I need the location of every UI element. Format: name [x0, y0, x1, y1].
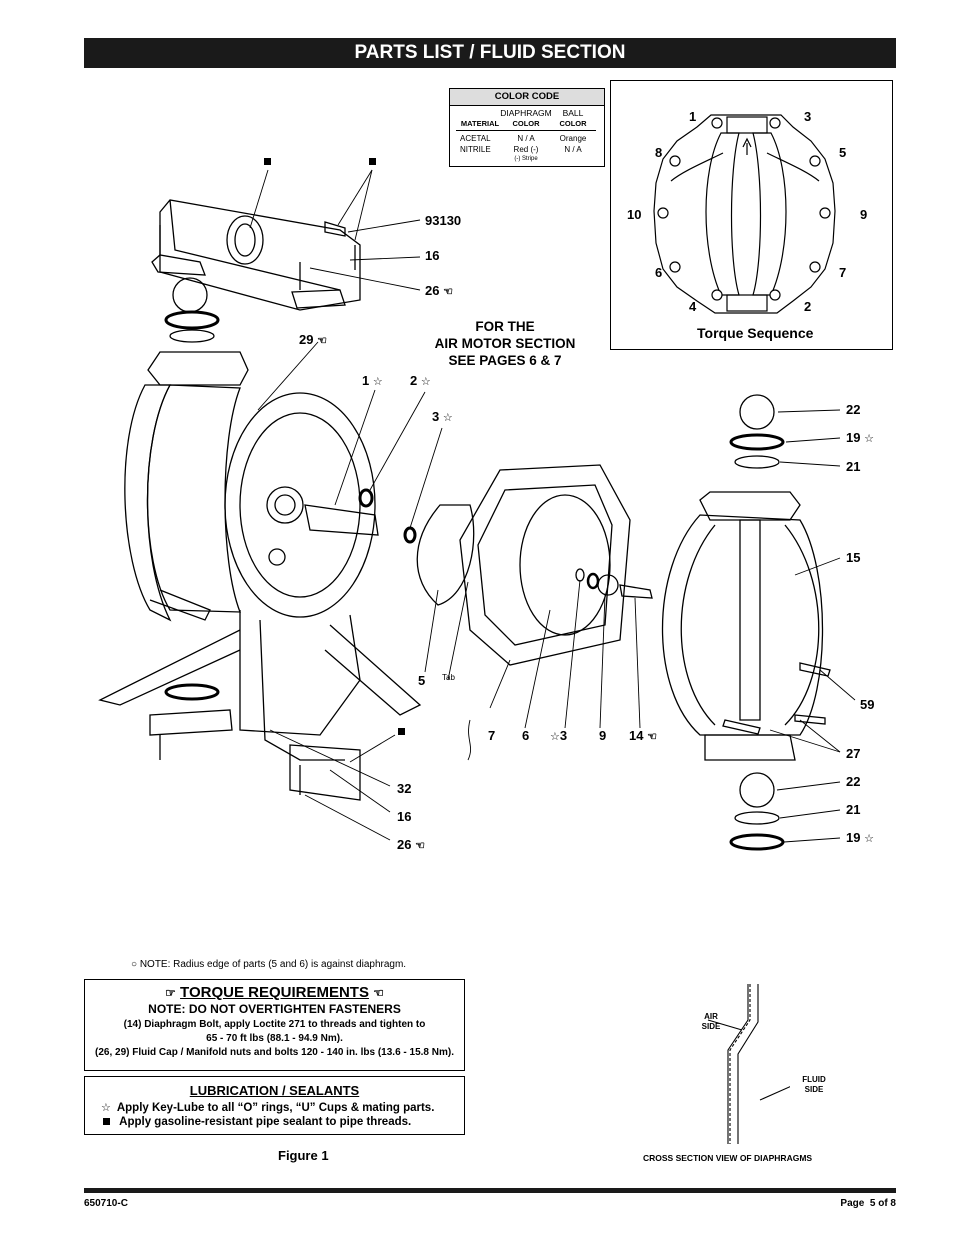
torque-number: 9	[860, 207, 868, 222]
cross-section-caption: CROSS SECTION VIEW OF DIAPHRAGMS	[643, 1153, 813, 1163]
pointing-hand-icon: ☜	[317, 335, 327, 347]
torque-number: 6	[655, 265, 663, 280]
torque-line: (26, 29) Fluid Cap / Manifold nuts and b…	[95, 1047, 454, 1058]
color-code-table: COLOR CODE DIAPHRAGM BALL MATERIAL COLOR…	[449, 88, 605, 167]
lubrication-item: Apply gasoline-resistant pipe sealant to…	[103, 1116, 464, 1128]
callout-16: 16	[397, 809, 412, 824]
row-diaphragm: Red (-)	[513, 145, 539, 154]
page-number: Page 5 of 8	[840, 1198, 896, 1209]
callout-32: 32	[397, 781, 412, 796]
callout-14: 14 ☜	[629, 728, 657, 743]
exploded-parts-drawing	[98, 158, 856, 851]
star-icon: ☆	[550, 731, 560, 743]
callout-22: 22	[846, 774, 861, 789]
torque-sequence-box: 1 3 8 5 10 9 6 7 4 2 Torque Sequence	[610, 80, 893, 350]
star-icon: ☆	[420, 376, 431, 388]
star-icon: ☆	[372, 376, 383, 388]
callout-16: 16	[425, 248, 440, 263]
tab-label: Tab	[442, 673, 455, 682]
lubrication-item: ☆ Apply Key-Lube to all “O” rings, “U” C…	[101, 1102, 435, 1114]
callout-3: ☆3	[550, 728, 568, 743]
page-title: PARTS LIST / FLUID SECTION	[84, 38, 896, 68]
pointing-hand-icon: ☜	[373, 986, 384, 1000]
figure-caption: Figure 1	[278, 1148, 329, 1163]
torque-number: 5	[839, 145, 847, 160]
callout-27: 27	[846, 746, 861, 761]
callout-19: 19 ☆	[846, 830, 874, 845]
row-ball: N / A	[564, 145, 582, 154]
callout-29: 29 ☜	[299, 332, 327, 347]
col-ball-2: COLOR	[559, 119, 587, 128]
callout-7: 7	[488, 728, 496, 743]
footer-rule	[84, 1188, 896, 1193]
star-icon: ☆	[864, 833, 874, 845]
star-icon: ☆	[442, 412, 453, 424]
callout-21: 21	[846, 802, 861, 817]
stripe-note: (-) Stripe	[514, 156, 538, 162]
star-icon: ☆	[101, 1102, 111, 1114]
pointing-hand-icon: ☜	[647, 731, 657, 743]
torque-number: 10	[627, 207, 642, 222]
torque-sequence-caption: Torque Sequence	[697, 325, 814, 341]
col-diaphragm-1: DIAPHRAGM	[500, 108, 552, 118]
col-ball-1: BALL	[562, 108, 584, 118]
callout-2: 2 ☆	[410, 373, 431, 388]
cross-section-diagram	[707, 984, 790, 1144]
col-material: MATERIAL	[460, 119, 500, 128]
callout-22: 22	[846, 402, 861, 417]
torque-number: 4	[689, 299, 697, 314]
square-bullet-icon	[103, 1118, 110, 1125]
torque-number: 3	[804, 109, 812, 124]
row-material: ACETAL	[460, 134, 491, 143]
callout-26: 26 ☜	[425, 283, 453, 298]
torque-sequence-diagram	[653, 114, 836, 314]
callout-1: 1 ☆	[362, 373, 383, 388]
pointing-hand-right-icon: ☞	[165, 986, 176, 1000]
row-material: NITRILE	[460, 145, 491, 154]
torque-number: 8	[655, 145, 663, 160]
callout-21: 21	[846, 459, 861, 474]
pointing-hand-icon: ☜	[443, 286, 453, 298]
row-ball: Orange	[559, 134, 587, 143]
callout-5: 5	[418, 673, 426, 688]
torque-requirements-heading: ☞ TORQUE REQUIREMENTS ☜	[165, 984, 384, 1001]
callout-9: 9	[599, 728, 607, 743]
callout-6: 6	[522, 728, 530, 743]
radius-note: ○ NOTE: Radius edge of parts (5 and 6) i…	[131, 959, 407, 970]
torque-line: 65 - 70 ft lbs (88.1 - 94.9 Nm).	[206, 1033, 343, 1044]
pointing-hand-icon: ☜	[415, 840, 425, 852]
air-motor-note: FOR THE AIR MOTOR SECTION SEE PAGES 6 & …	[434, 319, 576, 368]
callout-26: 26 ☜	[397, 837, 425, 852]
color-code-title: COLOR CODE	[450, 89, 604, 106]
torque-subtitle: NOTE: DO NOT OVERTIGHTEN FASTENERS	[148, 1002, 401, 1016]
lubrication-box: LUBRICATION / SEALANTS ☆ Apply Key-Lube …	[84, 1076, 465, 1135]
torque-number: 1	[689, 109, 697, 124]
lubrication-heading: LUBRICATION / SEALANTS	[189, 1083, 360, 1098]
col-diaphragm-2: COLOR	[512, 119, 540, 128]
callout-59: 59	[860, 697, 875, 712]
torque-number: 7	[839, 265, 847, 280]
callout-19: 19 ☆	[846, 430, 874, 445]
callout-93130: 93130	[425, 213, 462, 228]
doc-number: 650710-C	[84, 1198, 128, 1209]
callout-15: 15	[846, 550, 861, 565]
callout-3: 3 ☆	[432, 409, 453, 424]
row-diaphragm: N / A	[517, 134, 535, 143]
torque-line: (14) Diaphragm Bolt, apply Loctite 271 t…	[123, 1019, 426, 1030]
torque-requirements-box: ☞ TORQUE REQUIREMENTS ☜ NOTE: DO NOT OVE…	[84, 979, 465, 1071]
star-icon: ☆	[864, 433, 874, 445]
torque-number: 2	[804, 299, 812, 314]
